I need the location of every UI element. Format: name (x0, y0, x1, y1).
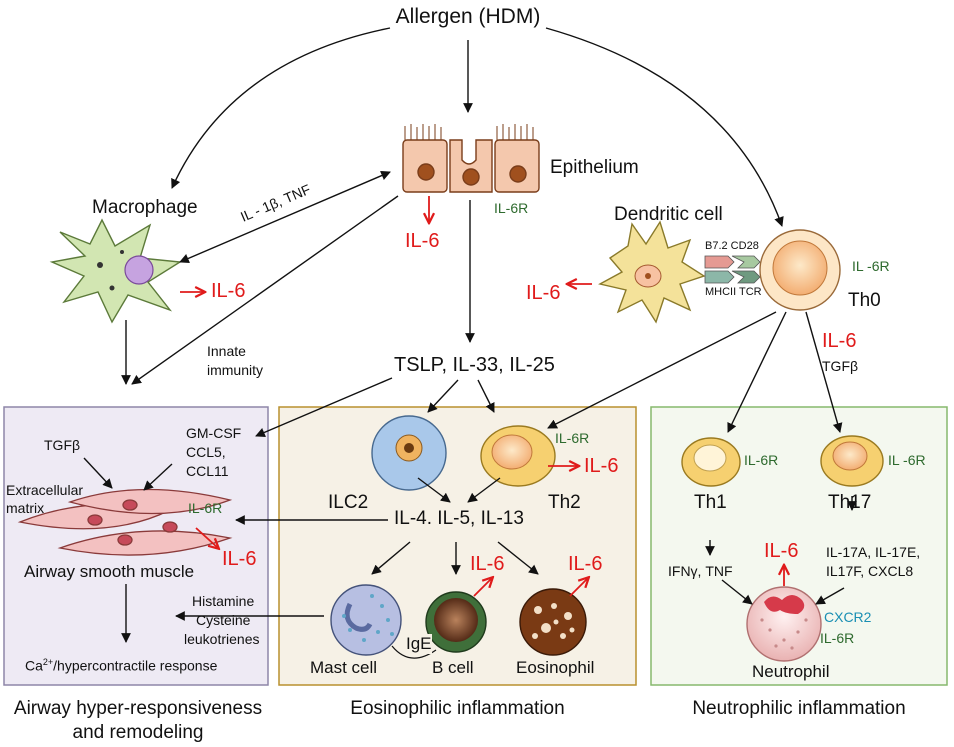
ige-label: IgE (406, 634, 432, 654)
dendritic-il6-label: IL-6 (526, 282, 561, 304)
neutrophil-il6r-label: IL-6R (820, 630, 855, 646)
mhcii-tcr-label: MHCII TCR (705, 286, 762, 298)
neutrophil-cell (746, 586, 822, 662)
calcium-response-label: Ca2+/hypercontractile response (25, 657, 218, 674)
dendritic-cell (598, 220, 706, 324)
ilc2-cell (371, 415, 447, 491)
th2-il6-label: IL-6 (584, 455, 619, 477)
ecm-line-2: matrix (6, 500, 45, 516)
th0-cell (759, 229, 841, 311)
macrophage-cell (49, 218, 183, 324)
ige-bracket (391, 645, 437, 659)
mediator-line-3: leukotrienes (184, 631, 260, 647)
tgfb-th0-label: TGFβ (822, 358, 859, 374)
chemokine-line-1: GM-CSF (186, 425, 242, 441)
asm-il6-label: IL-6 (222, 548, 257, 570)
eosinophil-il6-label: IL-6 (568, 553, 603, 575)
allergen-title: Allergen (HDM) (395, 5, 541, 28)
ilc2-label: ILC2 (328, 492, 369, 513)
il6-release-arrows (180, 196, 784, 597)
innate-immunity-label-1: Innate (207, 343, 246, 359)
th1-cell (681, 437, 741, 487)
macrophage-il6-label: IL-6 (211, 280, 246, 302)
eosinophilic-caption: Eosinophilic inflammation (350, 698, 565, 719)
airway-caption-line-1: Airway hyper-responsiveness (13, 698, 263, 719)
th2-il6r-label: IL-6R (555, 430, 590, 446)
th17-products-line-1: IL-17A, IL-17E, (826, 544, 921, 560)
cytokines-label: IL-4. IL-5, IL-13 (394, 508, 524, 529)
neutrophil-il6-label: IL-6 (764, 540, 799, 562)
macrophage-label: Macrophage (92, 197, 198, 218)
th1-il6r-label: IL-6R (744, 452, 779, 468)
epithelium-il6-label: IL-6 (405, 230, 440, 252)
eosinophil-label: Eosinophil (516, 658, 595, 677)
chemokine-line-2: CCL5, (186, 444, 226, 460)
th2-cell (480, 425, 556, 487)
innate-immunity-label-2: immunity (207, 362, 264, 378)
epithelium-cells (402, 124, 540, 193)
cxcr2-label: CXCR2 (824, 609, 872, 625)
b-cell-label: B cell (432, 658, 474, 677)
b-cell-il6-label: IL-6 (470, 553, 505, 575)
th0-il6r-label: IL -6R (852, 258, 890, 274)
chemokine-line-3: CCL11 (186, 463, 229, 479)
mast-cell-label: Mast cell (310, 658, 378, 677)
th1-products-label: IFNγ, TNF (668, 563, 733, 579)
asm-label: Airway smooth muscle (24, 562, 195, 581)
th0-label: Th0 (848, 290, 881, 311)
arrows (83, 27, 857, 643)
mediator-line-2: Cysteine (196, 612, 251, 628)
epithelium-label: Epithelium (550, 157, 639, 178)
airway-caption-line-2: and remodeling (72, 722, 204, 743)
neutrophil-label: Neutrophil (752, 662, 830, 681)
alarmins-label: TSLP, IL-33, IL-25 (394, 354, 555, 376)
eosinophil-cell (519, 588, 587, 656)
th17-products-line-2: IL17F, CXCL8 (826, 563, 914, 579)
b72-cd28-label: B7.2 CD28 (705, 240, 759, 252)
receptor-pairs (704, 255, 761, 284)
th1-label: Th1 (694, 492, 727, 513)
mast-cell (330, 584, 402, 656)
ecm-line-1: Extracellular (6, 482, 84, 498)
mediator-line-1: Histamine (192, 593, 255, 609)
th17-il6r-label: IL -6R (888, 452, 926, 468)
airway-smooth-muscle-cells (17, 488, 233, 556)
dendritic-cell-label: Dendritic cell (614, 204, 723, 225)
th17-cell (820, 435, 884, 487)
th17-label: Th17 (828, 492, 872, 513)
tgfb-asm-label: TGFβ (44, 437, 81, 453)
th2-label: Th2 (548, 492, 581, 513)
asm-il6r-label: IL-6R (188, 500, 223, 516)
b-cell (425, 591, 487, 653)
epithelium-il6r-label: IL-6R (494, 200, 529, 216)
th0-il6-label: IL-6 (822, 330, 857, 352)
neutrophilic-caption: Neutrophilic inflammation (692, 698, 906, 719)
